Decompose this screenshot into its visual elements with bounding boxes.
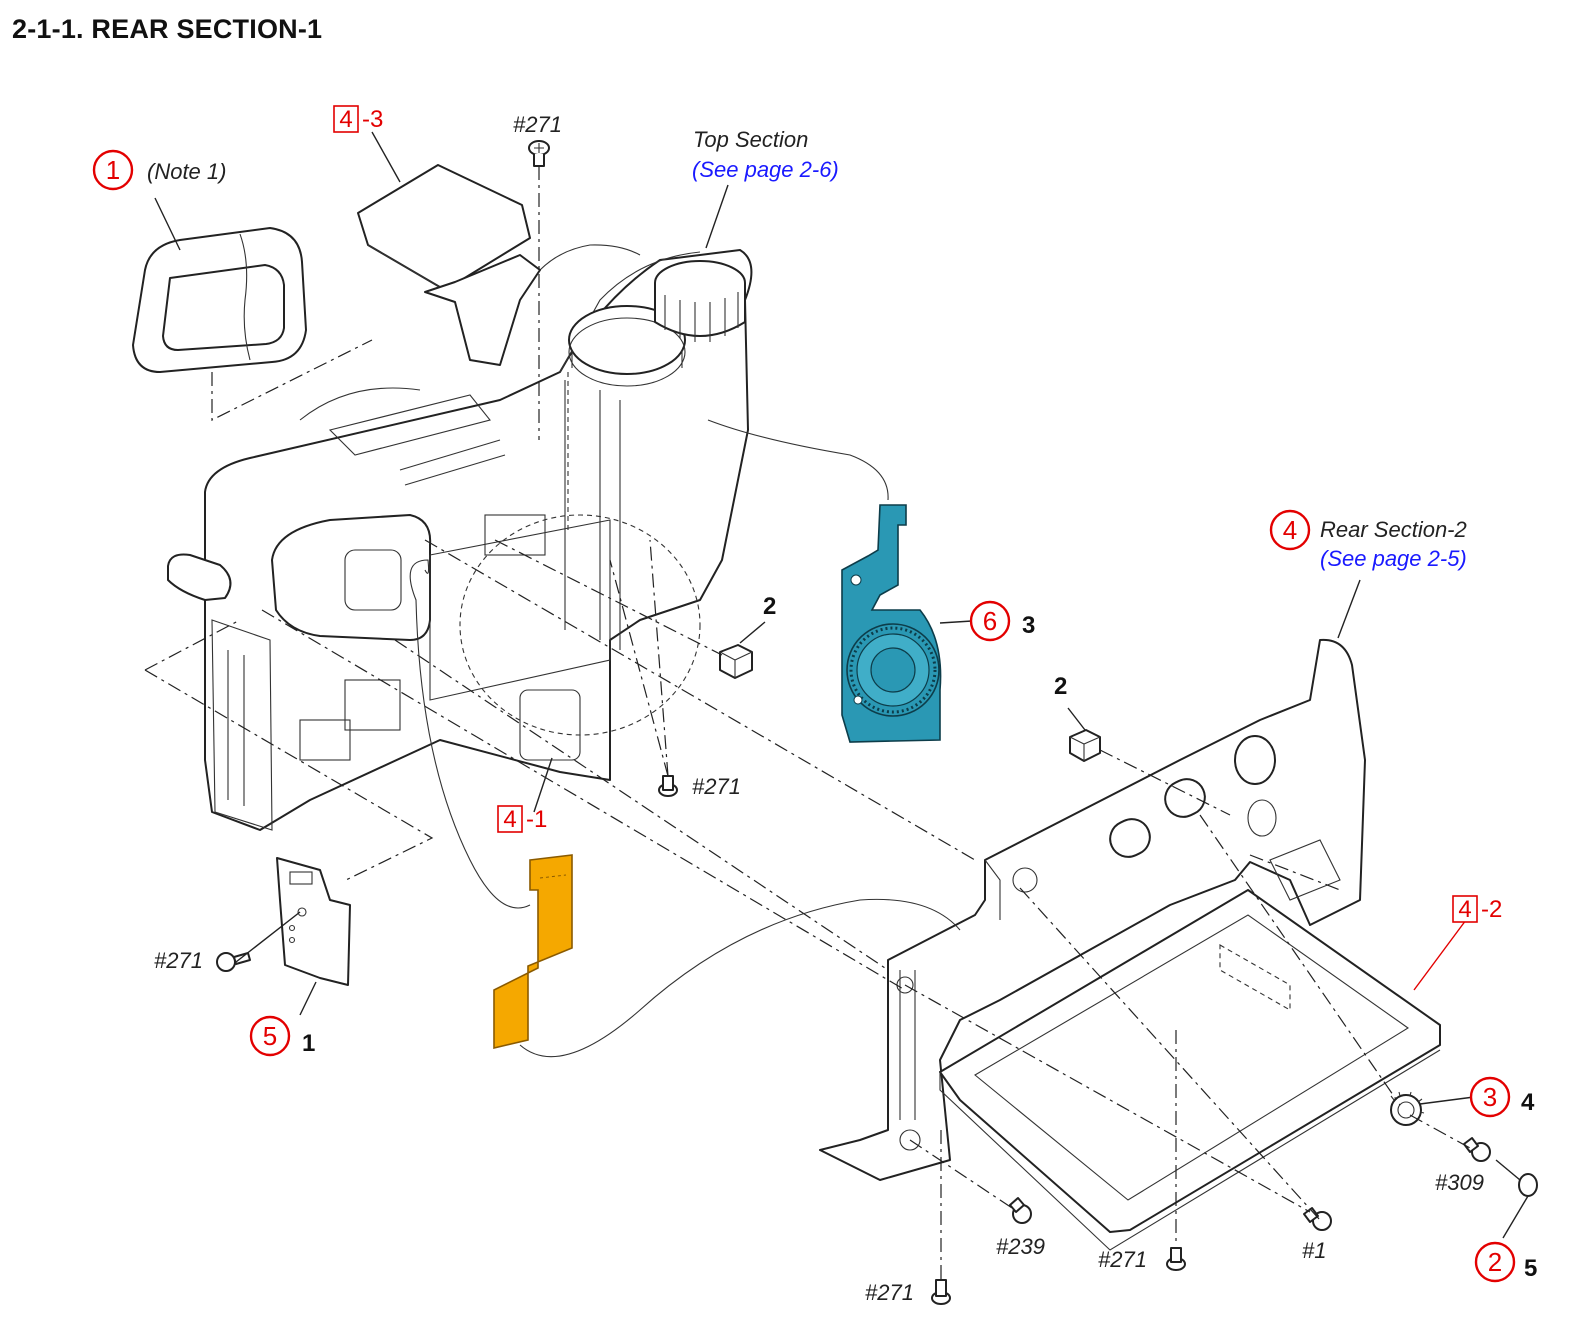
boxed-ref-frames bbox=[333, 105, 1478, 923]
screw-label-271-bottom-b: #271 bbox=[865, 1280, 914, 1305]
part-number-board: 3 bbox=[1022, 612, 1035, 639]
note-1-label: (Note 1) bbox=[147, 159, 226, 184]
part-number-knob: 4 bbox=[1521, 1089, 1535, 1116]
screw-label-271-bottom-a: #271 bbox=[1098, 1247, 1147, 1272]
part-number-cover: 1 bbox=[302, 1030, 315, 1057]
callout-4: 4 bbox=[1283, 515, 1297, 545]
screw-label-309: #309 bbox=[1435, 1170, 1484, 1195]
rear-section-2-label: Rear Section-2 bbox=[1320, 517, 1467, 542]
rear-cabinet-assembly bbox=[819, 638, 1441, 1251]
screw-label-271-top: #271 bbox=[513, 112, 562, 137]
part-number-gasket-a: 2 bbox=[763, 593, 776, 620]
boxed-ref-4-3-suffix: -3 bbox=[362, 106, 383, 133]
boxed-ref-4-1-suffix: -1 bbox=[526, 806, 547, 833]
callout-3: 3 bbox=[1483, 1082, 1497, 1112]
side-jack-cover bbox=[276, 857, 351, 986]
part-number-ring: 5 bbox=[1524, 1255, 1537, 1282]
screw-label-271-left: #271 bbox=[154, 948, 203, 973]
screw-label-239: #239 bbox=[996, 1234, 1045, 1259]
gasket-a bbox=[719, 644, 753, 679]
camera-body bbox=[167, 244, 753, 831]
top-section-label: Top Section bbox=[693, 127, 808, 152]
callout-1: 1 bbox=[106, 155, 120, 185]
screw-label-1: #1 bbox=[1302, 1238, 1326, 1263]
screw-label-271-mid: #271 bbox=[692, 774, 741, 799]
screw-shapes bbox=[216, 140, 1491, 1305]
boxed-ref-4-2-box: 4 bbox=[1458, 896, 1471, 923]
o-ring-part bbox=[1518, 1173, 1538, 1197]
control-wheel-flex-board bbox=[841, 504, 942, 743]
rear-section-2-page-ref: (See page 2-5) bbox=[1320, 546, 1467, 571]
part-number-gasket-b: 2 bbox=[1054, 673, 1067, 700]
callout-2: 2 bbox=[1488, 1247, 1502, 1277]
callout-6: 6 bbox=[983, 606, 997, 636]
boxed-ref-4-3-box: 4 bbox=[339, 106, 352, 133]
eyecup bbox=[132, 227, 307, 373]
top-section-page-ref: (See page 2-6) bbox=[692, 157, 839, 182]
flexible-flat-cable bbox=[493, 854, 573, 1050]
callout-5: 5 bbox=[263, 1021, 277, 1051]
eyepiece-flap bbox=[357, 164, 541, 366]
boxed-ref-4-2-suffix: -2 bbox=[1481, 896, 1502, 923]
gasket-b bbox=[1069, 729, 1101, 762]
boxed-ref-4-1-box: 4 bbox=[503, 806, 516, 833]
page-title: 2-1-1. REAR SECTION-1 bbox=[12, 14, 323, 44]
assembly-lines bbox=[144, 131, 1529, 1282]
callout-circles bbox=[92, 149, 1516, 1283]
